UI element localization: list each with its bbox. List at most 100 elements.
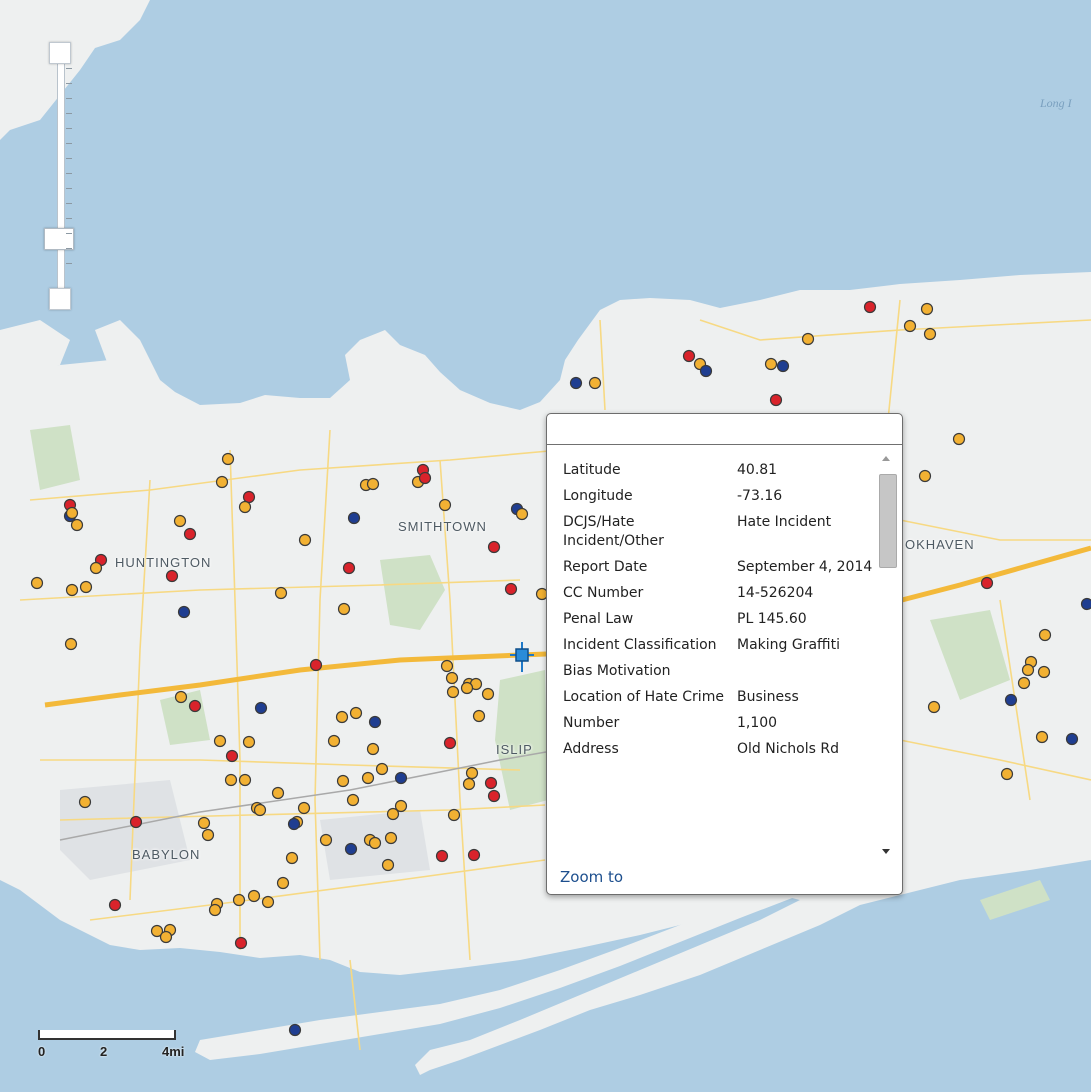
incident-marker[interactable]: [287, 817, 301, 831]
incident-marker[interactable]: [274, 586, 288, 600]
incident-marker[interactable]: [923, 327, 937, 341]
incident-marker[interactable]: [443, 736, 457, 750]
incident-marker[interactable]: [394, 799, 408, 813]
incident-marker[interactable]: [504, 582, 518, 596]
incident-marker[interactable]: [319, 833, 333, 847]
incident-marker[interactable]: [129, 815, 143, 829]
incident-marker[interactable]: [276, 876, 290, 890]
incident-marker[interactable]: [224, 773, 238, 787]
popup-scrollbar[interactable]: [878, 450, 897, 860]
incident-marker[interactable]: [1038, 628, 1052, 642]
incident-marker[interactable]: [208, 903, 222, 917]
incident-marker[interactable]: [764, 357, 778, 371]
incident-marker[interactable]: [285, 851, 299, 865]
incident-marker[interactable]: [337, 602, 351, 616]
incident-marker[interactable]: [183, 527, 197, 541]
incident-marker[interactable]: [366, 742, 380, 756]
incident-marker[interactable]: [980, 576, 994, 590]
incident-marker[interactable]: [197, 816, 211, 830]
incident-marker[interactable]: [238, 500, 252, 514]
incident-marker[interactable]: [108, 898, 122, 912]
incident-marker[interactable]: [65, 506, 79, 520]
incident-marker[interactable]: [569, 376, 583, 390]
incident-marker[interactable]: [447, 808, 461, 822]
incident-marker[interactable]: [215, 475, 229, 489]
incident-marker[interactable]: [515, 507, 529, 521]
incident-marker[interactable]: [1080, 597, 1091, 611]
incident-marker[interactable]: [445, 671, 459, 685]
incident-marker[interactable]: [903, 319, 917, 333]
incident-marker[interactable]: [418, 471, 432, 485]
incident-marker[interactable]: [487, 789, 501, 803]
incident-marker[interactable]: [1037, 665, 1051, 679]
incident-marker[interactable]: [481, 687, 495, 701]
incident-marker[interactable]: [159, 930, 173, 944]
incident-marker[interactable]: [776, 359, 790, 373]
incident-marker[interactable]: [801, 332, 815, 346]
zoom-slider[interactable]: [44, 38, 78, 318]
incident-marker[interactable]: [232, 893, 246, 907]
popup-scrollbar-thumb[interactable]: [879, 474, 897, 568]
incident-marker[interactable]: [375, 762, 389, 776]
incident-marker[interactable]: [467, 848, 481, 862]
incident-marker[interactable]: [238, 773, 252, 787]
incident-marker[interactable]: [682, 349, 696, 363]
zoom-out-button[interactable]: [49, 288, 71, 310]
incident-marker[interactable]: [346, 793, 360, 807]
incident-marker[interactable]: [1017, 676, 1031, 690]
incident-marker[interactable]: [465, 766, 479, 780]
incident-marker[interactable]: [173, 514, 187, 528]
scroll-down-arrow-icon[interactable]: [882, 849, 890, 854]
incident-marker[interactable]: [213, 734, 227, 748]
incident-marker[interactable]: [435, 849, 449, 863]
incident-marker[interactable]: [1035, 730, 1049, 744]
incident-marker[interactable]: [368, 715, 382, 729]
incident-marker[interactable]: [64, 637, 78, 651]
incident-marker[interactable]: [177, 605, 191, 619]
incident-marker[interactable]: [952, 432, 966, 446]
incident-marker[interactable]: [254, 701, 268, 715]
incident-marker[interactable]: [242, 490, 256, 504]
incident-marker[interactable]: [327, 734, 341, 748]
incident-marker[interactable]: [336, 774, 350, 788]
incident-marker[interactable]: [394, 771, 408, 785]
selected-feature-marker[interactable]: [510, 642, 534, 672]
incident-marker[interactable]: [234, 936, 248, 950]
incident-marker[interactable]: [335, 710, 349, 724]
incident-marker[interactable]: [261, 895, 275, 909]
incident-marker[interactable]: [588, 376, 602, 390]
incident-marker[interactable]: [188, 699, 202, 713]
incident-marker[interactable]: [247, 889, 261, 903]
incident-marker[interactable]: [165, 569, 179, 583]
incident-marker[interactable]: [221, 452, 235, 466]
incident-marker[interactable]: [30, 576, 44, 590]
incident-marker[interactable]: [342, 561, 356, 575]
incident-marker[interactable]: [386, 807, 400, 821]
incident-marker[interactable]: [298, 533, 312, 547]
incident-marker[interactable]: [484, 776, 498, 790]
incident-marker[interactable]: [440, 659, 454, 673]
incident-marker[interactable]: [1004, 693, 1018, 707]
incident-marker[interactable]: [487, 540, 501, 554]
incident-marker[interactable]: [65, 583, 79, 597]
incident-marker[interactable]: [460, 681, 474, 695]
incident-marker[interactable]: [347, 511, 361, 525]
incident-marker[interactable]: [150, 924, 164, 938]
incident-marker[interactable]: [1021, 663, 1035, 677]
zoom-slider-thumb[interactable]: [44, 228, 74, 250]
incident-marker[interactable]: [297, 801, 311, 815]
incident-marker[interactable]: [225, 749, 239, 763]
incident-marker[interactable]: [361, 771, 375, 785]
incident-marker[interactable]: [769, 393, 783, 407]
incident-marker[interactable]: [366, 477, 380, 491]
incident-marker[interactable]: [201, 828, 215, 842]
incident-marker[interactable]: [381, 858, 395, 872]
incident-marker[interactable]: [253, 803, 267, 817]
incident-marker[interactable]: [1065, 732, 1079, 746]
incident-marker[interactable]: [368, 836, 382, 850]
incident-marker[interactable]: [70, 518, 84, 532]
scroll-up-arrow-icon[interactable]: [882, 456, 890, 461]
incident-marker[interactable]: [384, 831, 398, 845]
